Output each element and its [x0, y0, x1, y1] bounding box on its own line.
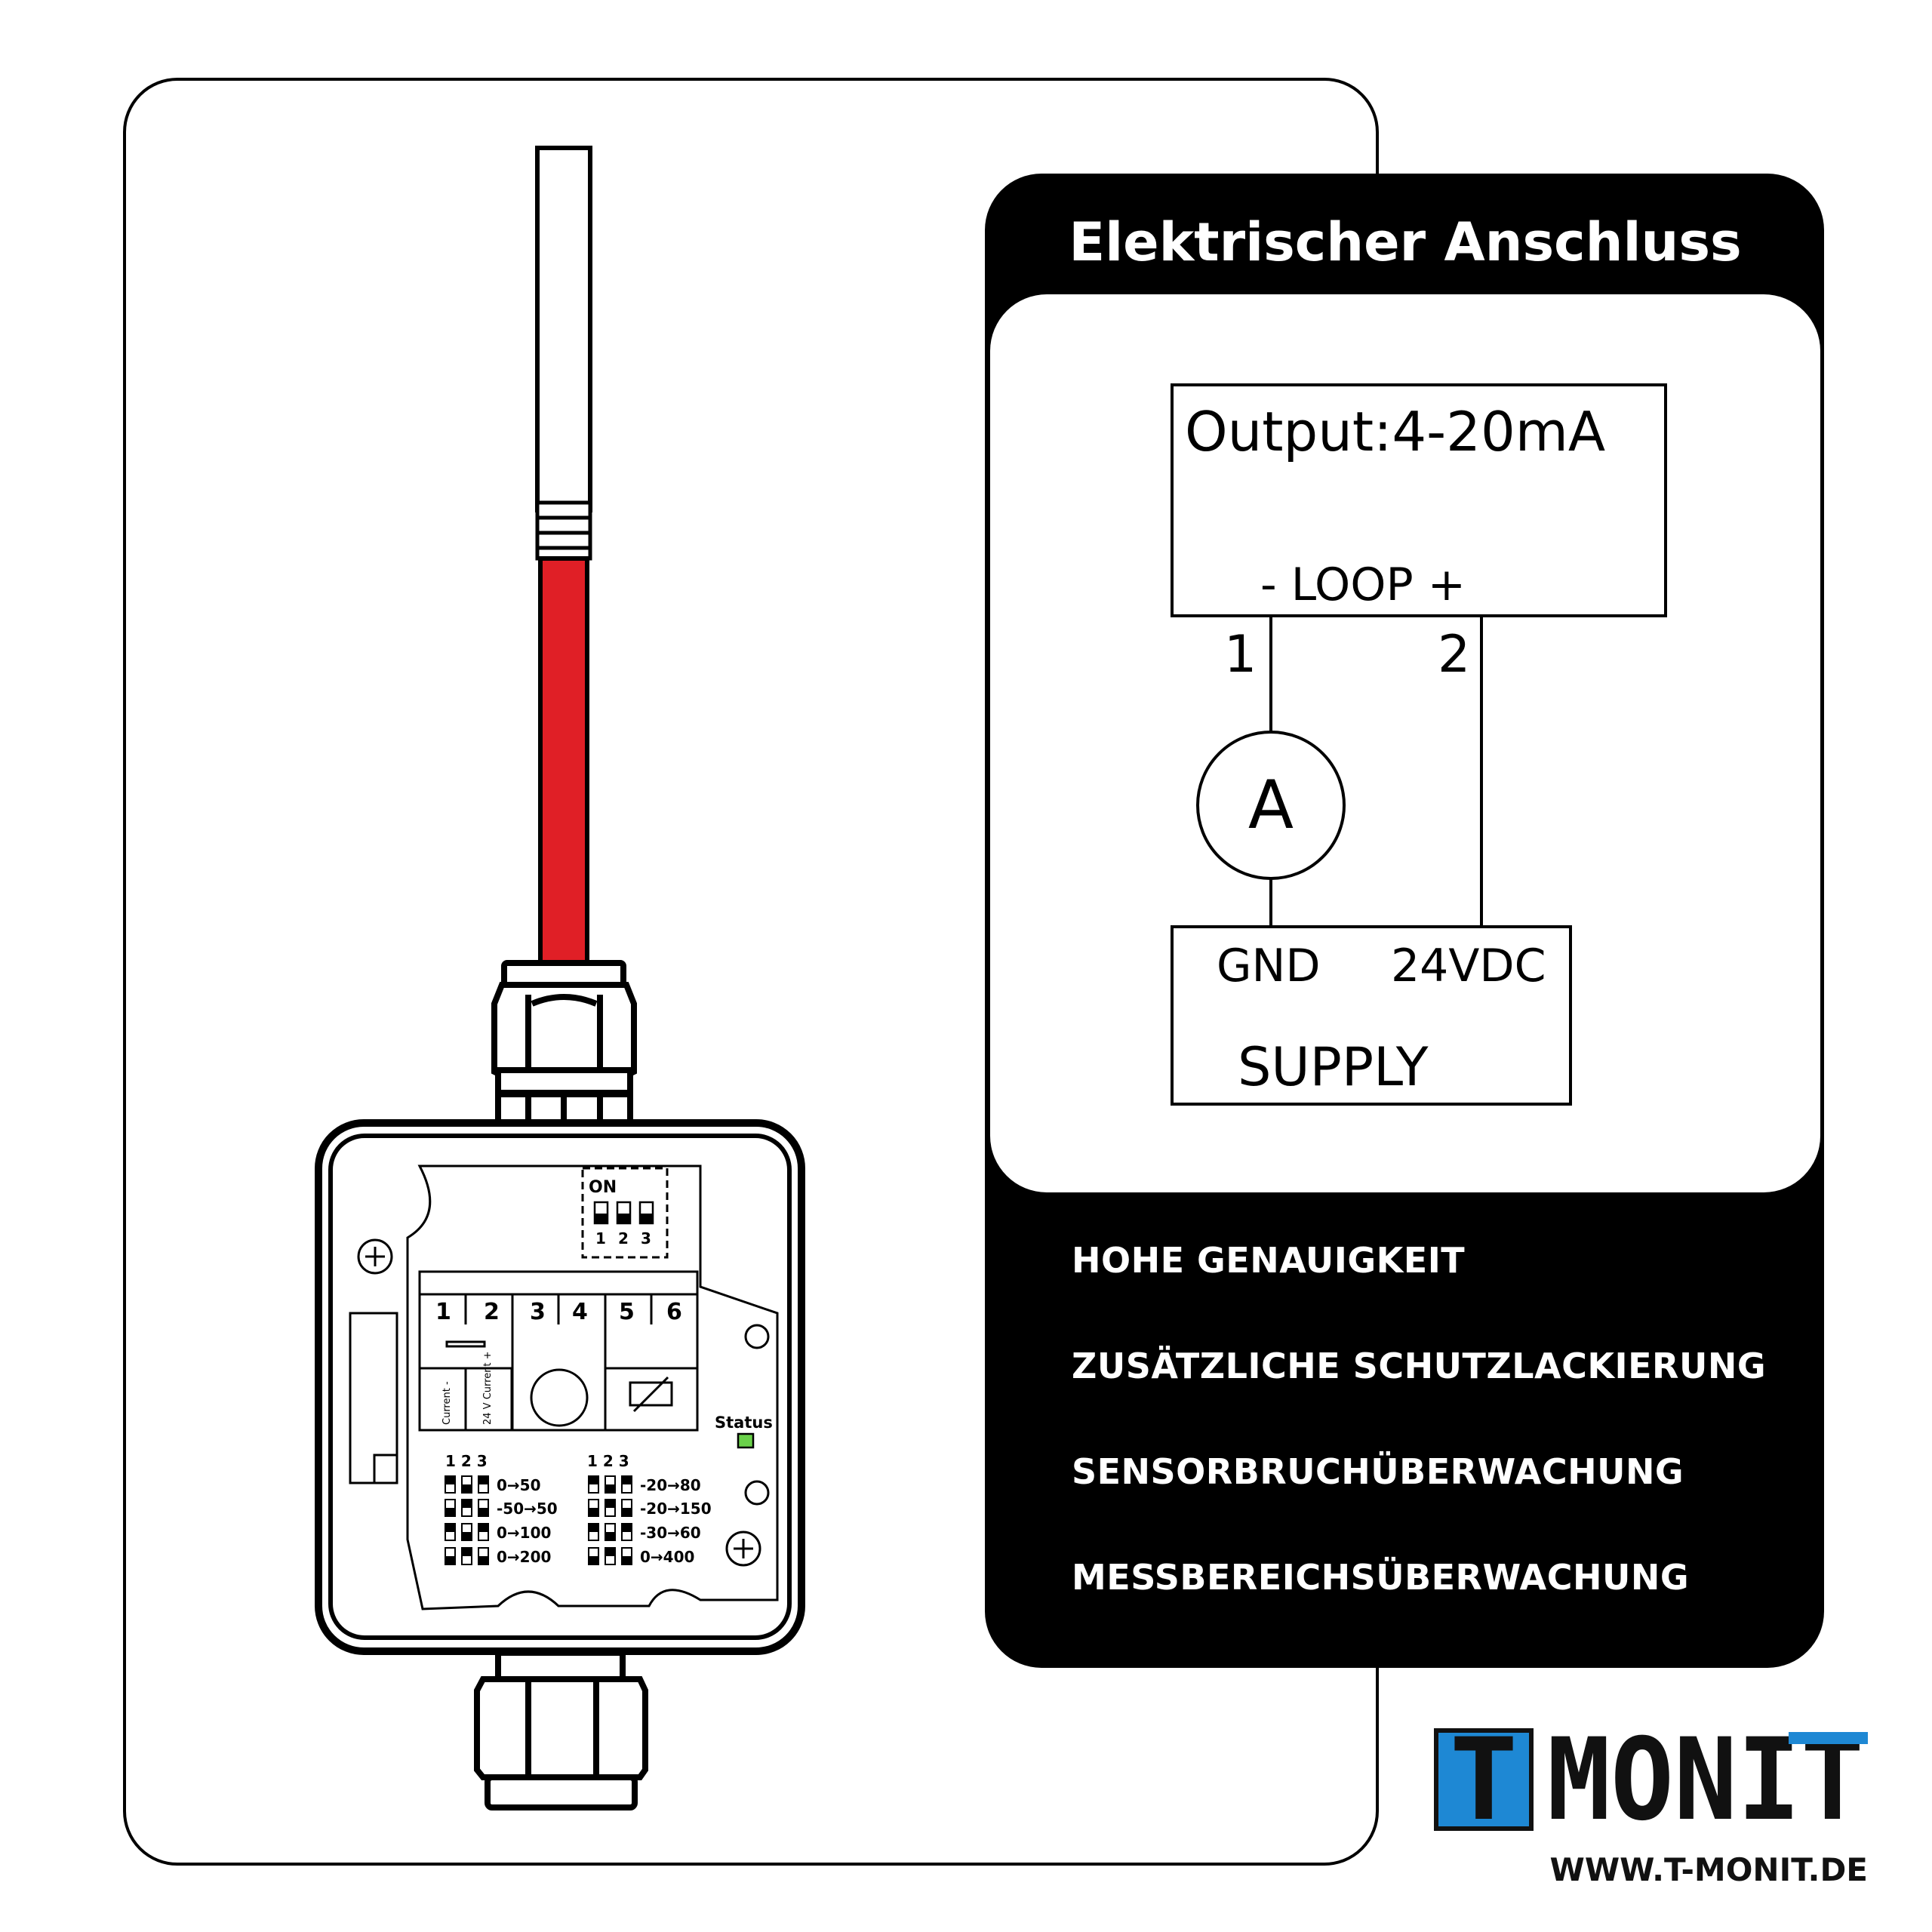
- status-led: [737, 1432, 755, 1449]
- loop-label: - LOOP +: [1260, 558, 1466, 611]
- range-value: -20→150: [640, 1500, 712, 1518]
- output-label: Output:4-20mA: [1185, 400, 1605, 463]
- feature-item: HOHE GENAUIGKEIT: [1072, 1240, 1466, 1281]
- terminal-numbers: 1 2 3 4 5 6: [435, 1299, 682, 1325]
- top-cable-gland: [491, 960, 637, 1128]
- supply-box: [1171, 925, 1572, 1106]
- potentiometer: [530, 1368, 589, 1427]
- circuit-diagram: [1171, 383, 1667, 1106]
- dip-number: 3: [641, 1229, 651, 1247]
- vdc-label: 24VDC: [1391, 940, 1546, 992]
- dip-on-label: ON: [589, 1178, 617, 1197]
- range-switch-fill: [462, 1484, 472, 1493]
- range-switch-fill: [622, 1508, 632, 1516]
- led-hole: [744, 1324, 770, 1349]
- range-switch-fill: [605, 1484, 615, 1493]
- current-plus-label: 24 V Current +: [482, 1351, 494, 1425]
- panel-title: Elektrischer Anschluss: [1069, 211, 1741, 273]
- range-table-right: 1 2 3 -20→80 -20→150 -30→60 0→400: [587, 1452, 712, 1566]
- range-switch-fill: [445, 1556, 455, 1564]
- range-switch-fill: [589, 1476, 598, 1484]
- range-switch-fill: [605, 1500, 615, 1508]
- terminal-number: 2: [484, 1299, 500, 1325]
- terminal-2-label: 2: [1438, 625, 1470, 685]
- logo-accent-bar: [1789, 1732, 1868, 1744]
- range-value: 0→100: [497, 1524, 551, 1542]
- supply-label: SUPPLY: [1238, 1036, 1429, 1098]
- range-table-left: 1 2 3 0→50 -50→50 0→100 0→200: [445, 1452, 558, 1566]
- led-hole: [744, 1480, 770, 1506]
- logo-blue-box: [1434, 1728, 1534, 1831]
- transmitter-box: [1171, 383, 1667, 617]
- range-value: 0→200: [497, 1548, 551, 1566]
- range-value: -50→50: [497, 1500, 558, 1518]
- range-switch-fill: [478, 1476, 488, 1484]
- feature-item: SENSORBRUCHÜBERWACHUNG: [1072, 1451, 1684, 1492]
- range-switch-fill: [462, 1548, 472, 1556]
- range-switch-fill: [445, 1524, 455, 1532]
- range-switch-fill: [478, 1524, 488, 1532]
- logo-letter: T: [1450, 1715, 1518, 1846]
- dip-switch[interactable]: ON 1 2 3: [581, 1167, 669, 1259]
- range-switch-fill: [462, 1500, 472, 1508]
- sensor-probe: [535, 146, 592, 561]
- current-minus-label: Current -: [441, 1381, 453, 1425]
- ammeter-symbol: A: [1248, 766, 1294, 844]
- range-switch-fill: [589, 1524, 598, 1532]
- feature-list: HOHE GENAUIGKEIT ZUSÄTZLICHE SCHUTZLACKI…: [1072, 1238, 1767, 1660]
- range-value: 0→400: [640, 1548, 694, 1566]
- ammeter-icon: [1196, 731, 1346, 880]
- website-url[interactable]: WWW.T-MONIT.DE: [1550, 1851, 1868, 1888]
- range-switch-fill: [445, 1476, 455, 1484]
- red-cable: [538, 556, 589, 968]
- dip-number: 2: [618, 1229, 629, 1247]
- terminal-number: 5: [619, 1299, 635, 1325]
- terminal-number: 6: [666, 1299, 682, 1325]
- range-switch-fill: [478, 1508, 488, 1516]
- range-switch-fill: [445, 1508, 455, 1516]
- range-header: 1 2 3: [445, 1452, 488, 1470]
- range-switch-fill: [622, 1476, 632, 1484]
- feature-item: MESSBEREICHSÜBERWACHUNG: [1072, 1557, 1690, 1598]
- mounting-screw-icon: [357, 1238, 393, 1275]
- terminal-number: 1: [435, 1299, 451, 1325]
- range-switch-fill: [622, 1524, 632, 1532]
- terminal-1-label: 1: [1224, 625, 1257, 685]
- terminal-number: 4: [572, 1299, 588, 1325]
- range-switch-fill: [605, 1532, 615, 1540]
- range-switch-fill: [622, 1556, 632, 1564]
- range-switch-fill: [589, 1556, 598, 1564]
- range-value: 0→50: [497, 1476, 541, 1494]
- gnd-label: GND: [1217, 940, 1321, 992]
- range-value: -30→60: [640, 1524, 701, 1542]
- range-switch-fill: [605, 1548, 615, 1556]
- range-switch-fill: [589, 1508, 598, 1516]
- range-switch-fill: [478, 1556, 488, 1564]
- bottom-cable-gland: [474, 1650, 648, 1810]
- mounting-screw-icon: [725, 1531, 761, 1567]
- dip-number: 1: [595, 1229, 606, 1247]
- terminal-number: 3: [530, 1299, 546, 1325]
- range-header: 1 2 3: [587, 1452, 629, 1470]
- feature-item: ZUSÄTZLICHE SCHUTZLACKIERUNG: [1072, 1346, 1767, 1386]
- terminal-block: [418, 1270, 699, 1432]
- side-component-tab: [373, 1454, 398, 1484]
- range-switch-fill: [462, 1532, 472, 1540]
- status-label: Status: [715, 1414, 773, 1432]
- tmonit-logo: T MONIT: [1434, 1715, 1868, 1846]
- range-value: -20→80: [640, 1476, 701, 1494]
